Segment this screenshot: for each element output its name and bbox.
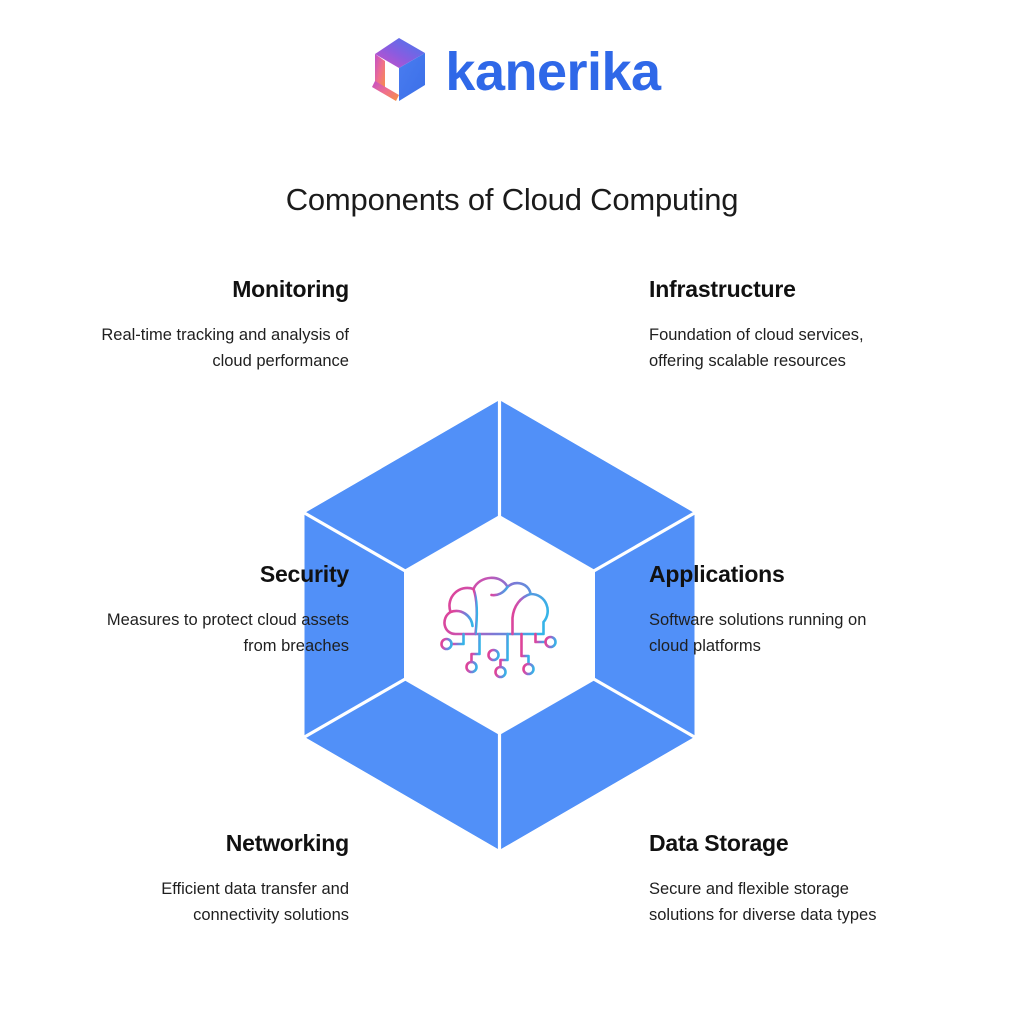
component-title: Networking xyxy=(225,830,349,856)
component-description: Secure and flexible storage solutions fo… xyxy=(649,880,877,924)
brand-logo: kanerika xyxy=(0,30,1024,110)
cube-logo-icon xyxy=(372,38,426,101)
component-title: Monitoring xyxy=(232,276,349,302)
component-networking: Networking Efficient data transfer and c… xyxy=(89,830,349,928)
component-description: Efficient data transfer and connectivity… xyxy=(161,880,349,924)
component-security: Security Measures to protect cloud asset… xyxy=(89,561,349,659)
hexagon-svg xyxy=(303,390,696,860)
component-data-storage: Data Storage Secure and flexible storage… xyxy=(649,830,909,928)
segment-dividers xyxy=(303,390,696,860)
component-title: Applications xyxy=(649,561,785,587)
component-applications: Applications Software solutions running … xyxy=(649,561,909,659)
brand-wordmark: kanerika xyxy=(445,42,661,102)
component-infrastructure: Infrastructure Foundation of cloud servi… xyxy=(649,276,909,374)
component-description: Software solutions running on cloud plat… xyxy=(649,611,867,655)
component-title: Data Storage xyxy=(649,830,789,856)
hexagon-diagram xyxy=(274,390,725,860)
component-description: Measures to protect cloud assets from br… xyxy=(106,611,349,655)
component-title: Infrastructure xyxy=(649,276,796,302)
hexagon-segments xyxy=(303,390,696,860)
hexagon-body xyxy=(304,400,695,850)
component-title: Security xyxy=(259,561,349,587)
component-monitoring: Monitoring Real-time tracking and analys… xyxy=(89,276,349,374)
cloud-circuit-icon xyxy=(440,576,557,679)
component-description: Real-time tracking and analysis of cloud… xyxy=(101,326,349,370)
page-title: Components of Cloud Computing xyxy=(285,182,739,217)
component-description: Foundation of cloud services, offering s… xyxy=(649,326,864,370)
